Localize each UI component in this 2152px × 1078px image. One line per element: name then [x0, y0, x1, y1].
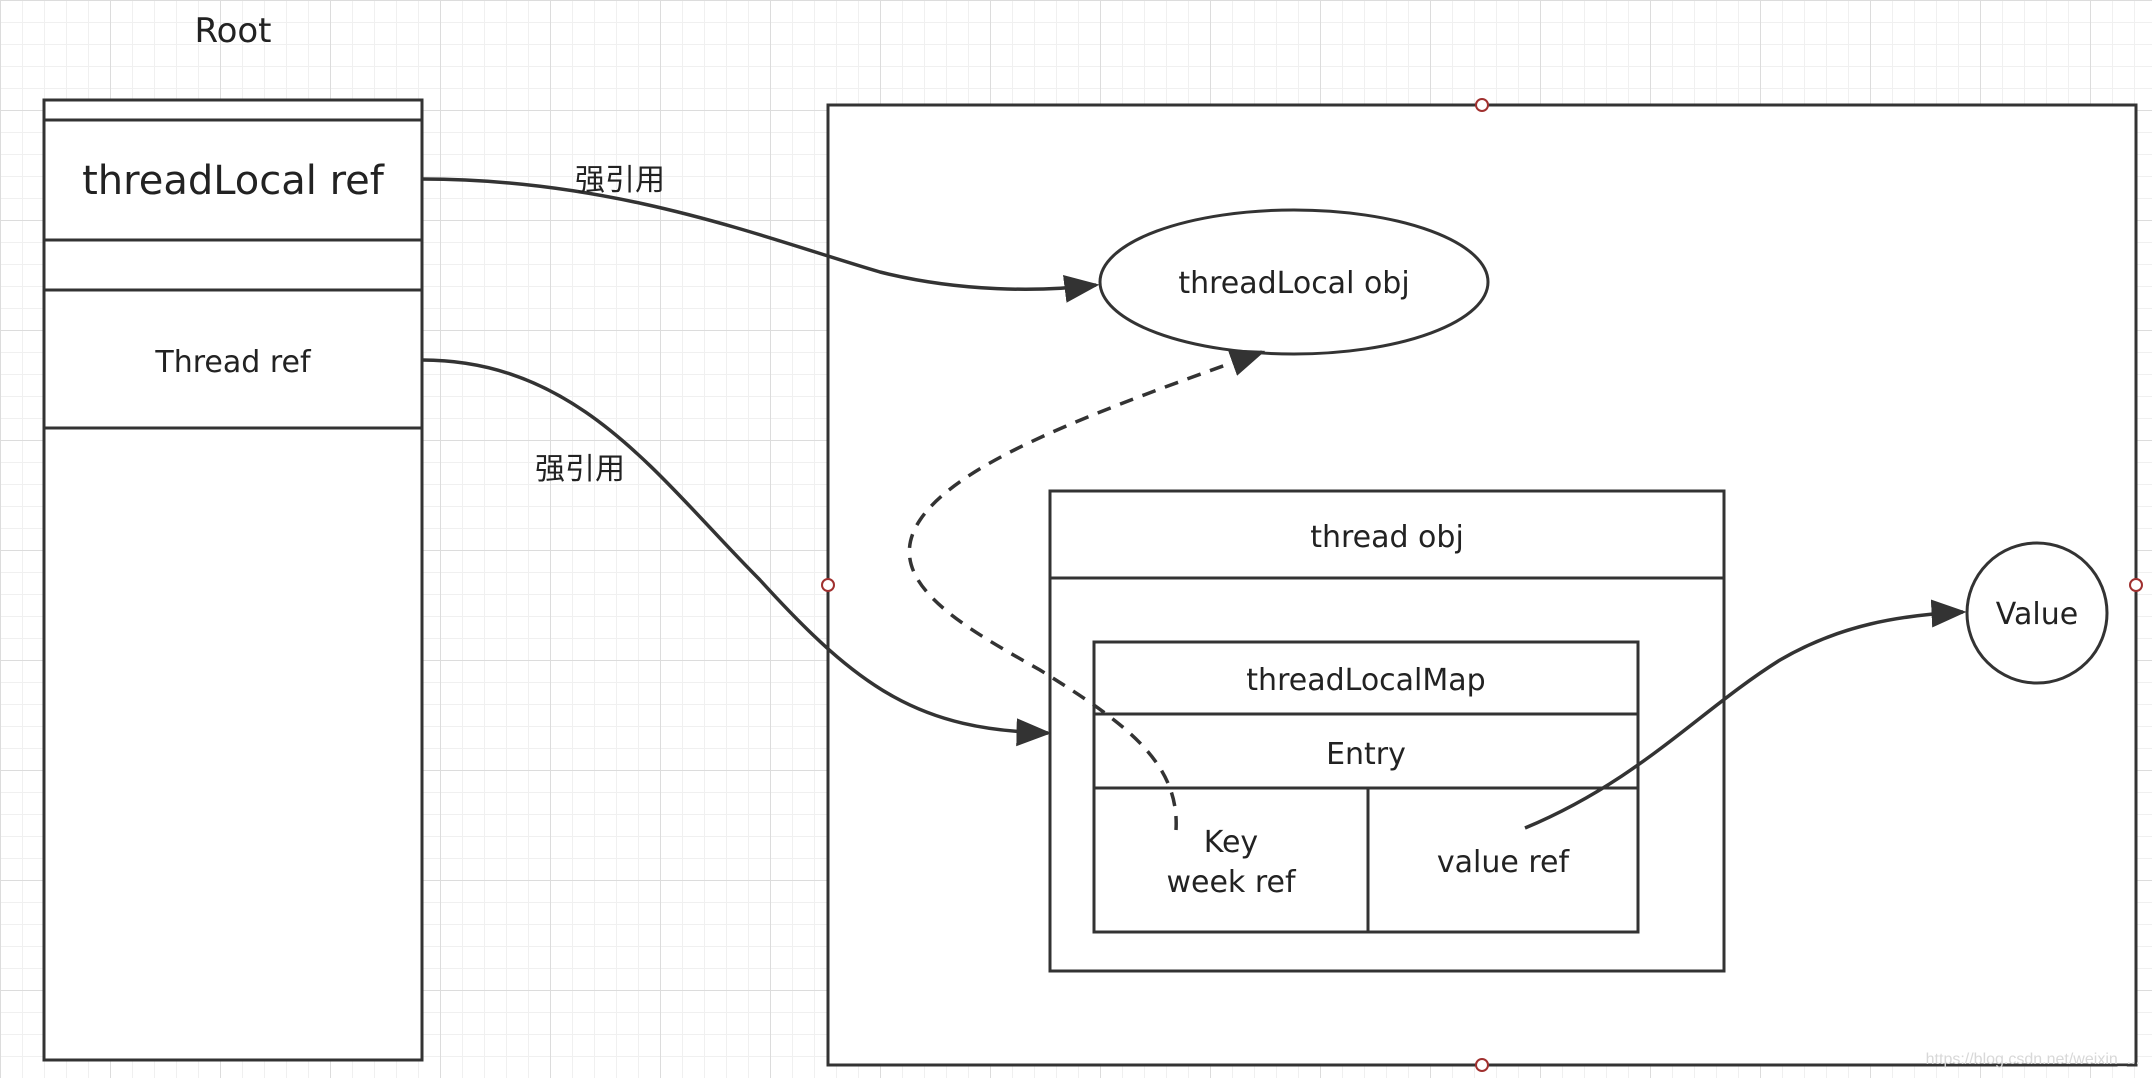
resize-handle-top[interactable] [1475, 98, 1489, 112]
root-label: Root [194, 11, 271, 51]
thread-ref-cell[interactable]: Thread ref [154, 345, 312, 380]
entry-label: Entry [1326, 737, 1406, 772]
value-ref-label[interactable]: value ref [1437, 845, 1571, 880]
threadlocal-obj-label: threadLocal obj [1178, 266, 1409, 301]
threadlocalmap-label: threadLocalMap [1246, 663, 1485, 698]
resize-handle-bottom[interactable] [1475, 1058, 1489, 1072]
value-ref-edge[interactable] [1524, 599, 1967, 830]
threadlocal-ref-cell[interactable]: threadLocal ref [82, 158, 385, 204]
strong-ref-edge-thread[interactable] [421, 358, 1052, 747]
resize-handle-right[interactable] [2129, 578, 2143, 592]
root-stack[interactable] [42, 98, 424, 1062]
key-label[interactable]: Key [1204, 825, 1258, 860]
root-stack-frame [42, 98, 424, 1062]
thread-obj-label: thread obj [1310, 520, 1464, 555]
resize-handle-left[interactable] [821, 578, 835, 592]
strong-ref-edge-threadlocal[interactable] [421, 177, 1100, 303]
value-node[interactable] [1965, 541, 2109, 685]
value-label: Value [1996, 597, 2078, 632]
threadlocal-obj-node[interactable] [1098, 208, 1490, 356]
week-ref-label[interactable]: week ref [1166, 865, 1296, 900]
strong-ref-label-2: 强引用 [535, 452, 625, 487]
strong-ref-label-1: 强引用 [575, 163, 665, 198]
watermark: https://blog.csdn.net/weixin_... [1926, 1051, 2140, 1068]
weak-ref-edge-key[interactable] [907, 349, 1266, 831]
